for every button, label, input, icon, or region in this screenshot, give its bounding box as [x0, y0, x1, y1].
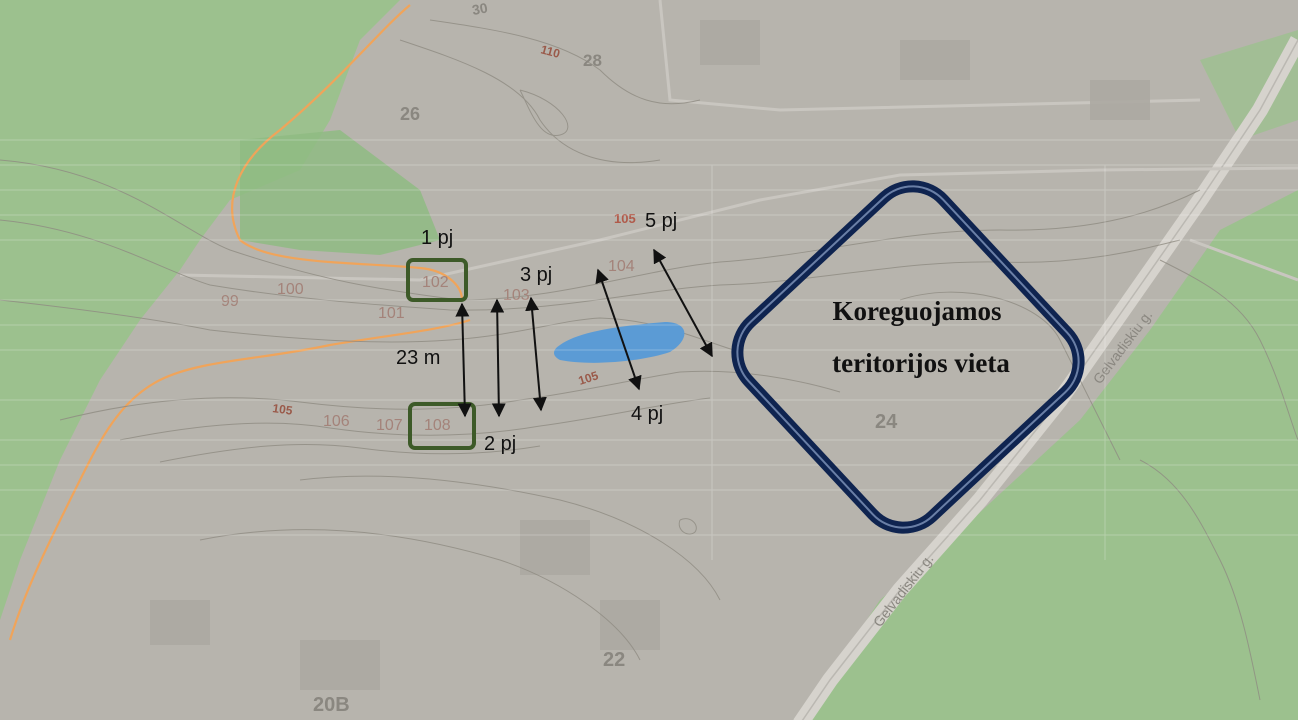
arrow-3 — [525, 296, 547, 412]
label-distance: 23 m — [396, 347, 440, 369]
house-number-20b: 20B — [313, 694, 350, 716]
highlight-box-108 — [408, 402, 476, 450]
label-cut-3: 3 pj — [520, 264, 552, 286]
forest-area-east — [800, 190, 1298, 724]
elevation-label: 107 — [376, 417, 403, 434]
area-label: Koreguojamos teritorijos vieta — [832, 296, 1010, 378]
label-cut-2: 2 pj — [484, 433, 516, 455]
elevation-label: 102 — [422, 274, 449, 291]
elevation-label: 100 — [277, 281, 304, 298]
bottom-margin — [0, 720, 1298, 724]
elevation-label: 105 — [577, 368, 601, 388]
house-number-30: 30 — [471, 0, 489, 18]
forest-patch-northeast — [1200, 30, 1298, 140]
house-number-28: 28 — [583, 51, 602, 70]
annotation-labels: 1 pj 2 pj 3 pj 4 pj 5 pj 23 m — [396, 210, 677, 455]
elevation-label: 105 — [272, 401, 294, 418]
lane-north — [658, 0, 1201, 112]
elevation-label: 105 — [614, 211, 636, 226]
house-number-24: 24 — [875, 411, 898, 433]
area-label-line1: Koreguojamos — [833, 296, 1002, 326]
elevation-label: 101 — [378, 305, 405, 322]
highlight-box-102 — [406, 258, 468, 302]
elevation-label: 103 — [503, 287, 530, 304]
building-footprints — [150, 20, 1150, 690]
label-cut-4: 4 pj — [631, 403, 663, 425]
arrow-5 — [653, 248, 713, 358]
arrow-4 — [595, 268, 642, 391]
lane-east — [1189, 238, 1298, 282]
elevation-label: 110 — [539, 42, 562, 61]
area-label-line2: teritorijos vieta — [832, 348, 1010, 378]
arrow-1-2 — [455, 302, 472, 418]
adjusted-territory-outline — [731, 180, 1085, 534]
orange-path — [8, 4, 471, 641]
lane-east-west — [179, 166, 1298, 282]
house-number-22: 22 — [603, 649, 625, 671]
arrow-2 — [490, 298, 506, 418]
forest-patch-north — [240, 130, 440, 255]
elevation-label: 99 — [221, 293, 239, 310]
elevation-label: 106 — [323, 413, 350, 430]
elevation-label: 104 — [608, 258, 635, 275]
label-cut-1: 1 pj — [421, 227, 453, 249]
label-cut-5: 5 pj — [645, 210, 677, 232]
elevation-label: 108 — [424, 417, 451, 434]
elevation-labels: 110 105 104 103 102 101 100 99 105 106 1… — [221, 42, 636, 434]
measurement-arrows — [455, 248, 713, 418]
house-number-26: 26 — [400, 104, 420, 124]
